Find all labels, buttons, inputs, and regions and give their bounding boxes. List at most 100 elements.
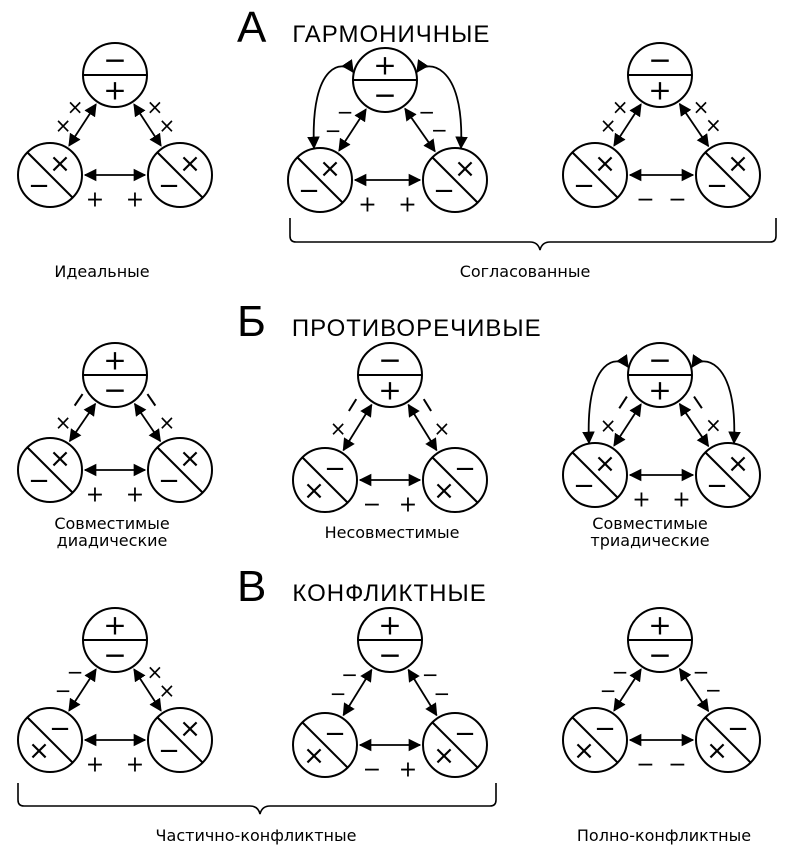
circle-right: −× — [422, 712, 488, 778]
circle-mark-upper: − — [594, 714, 616, 744]
link-mark: − — [337, 100, 354, 124]
relation-diagram: ××××−−−+×−×− — [562, 42, 761, 213]
link-mark: × — [612, 95, 629, 119]
section-letter: А — [237, 3, 267, 52]
link-mark: × — [705, 413, 722, 437]
circle-right: −× — [695, 707, 761, 773]
circle-mark-upper: − — [727, 714, 749, 744]
section-header-contradictory: Б ПРОТИВОРЕЧИВЫЕ — [237, 300, 542, 344]
link-top-left: × — [55, 393, 96, 443]
caption-consistent: Согласованные — [459, 262, 591, 281]
link-top-right: × — [134, 393, 176, 443]
circle-top: +− — [627, 607, 693, 673]
circle-left: ×− — [287, 147, 353, 213]
circle-mark-upper: × — [594, 149, 616, 179]
circle-mark-upper: − — [454, 454, 476, 484]
link-mark: − — [341, 663, 358, 687]
circle-mark-upper: × — [49, 444, 71, 474]
link-top-right: −− — [678, 660, 722, 713]
link-top-left: ×× — [600, 95, 642, 147]
circle-top: +− — [82, 342, 148, 408]
circle-left: ×− — [562, 142, 628, 208]
circle-left: ×− — [562, 442, 628, 508]
link-top-left: −− — [55, 660, 97, 712]
circle-mark-lower: − — [433, 176, 455, 206]
circle-mark-upper: − — [324, 454, 346, 484]
circle-top: +− — [82, 607, 148, 673]
circle-mark-upper: × — [179, 714, 201, 744]
link-mark: + — [632, 488, 650, 513]
link-mark: − — [668, 753, 686, 778]
link-mark: + — [672, 488, 690, 513]
section-title: ПРОТИВОРЕЧИВЫЕ — [291, 315, 542, 342]
link-mark: + — [86, 753, 104, 778]
relation-diagram: −−−−+++−×−×− — [287, 47, 488, 218]
circle-top: +− — [352, 47, 418, 113]
section-letter: Б — [237, 297, 266, 346]
circle-mark-upper: + — [103, 609, 126, 642]
link-mark: − — [600, 679, 617, 703]
link-mark: × — [330, 416, 347, 440]
link-top-right: × — [678, 396, 722, 448]
circle-mark-lower: − — [573, 171, 595, 201]
circle-top: −+ — [627, 42, 693, 108]
caption-incompatible: Несовместимые — [324, 523, 460, 542]
link-top-left: × — [330, 398, 373, 452]
circle-mark-upper: − — [454, 719, 476, 749]
link-mark: − — [431, 118, 448, 142]
link-bottom: −− — [628, 733, 695, 778]
circle-mark-lower: − — [373, 79, 396, 112]
circle-left: −× — [292, 447, 358, 513]
relation-diagram: −−−−−++−−×−× — [292, 607, 488, 783]
circle-mark-upper: + — [648, 609, 671, 642]
link-mark: × — [147, 660, 164, 684]
link-bottom: −− — [628, 168, 695, 213]
circle-mark-upper: + — [103, 344, 126, 377]
circle-mark-lower: × — [303, 741, 325, 771]
link-mark: × — [159, 679, 176, 703]
link-mark: × — [55, 411, 72, 435]
circle-mark-upper: − — [49, 714, 71, 744]
circle-right: ×− — [147, 707, 213, 773]
circle-mark-upper: × — [727, 149, 749, 179]
circle-mark-upper: × — [319, 154, 341, 184]
circle-mark-lower: − — [28, 466, 50, 496]
circle-mark-lower: − — [378, 639, 401, 672]
circle-right: ×− — [695, 442, 761, 508]
link-bottom: ++ — [353, 173, 422, 218]
link-mark: − — [668, 188, 686, 213]
link-mark: − — [693, 660, 710, 684]
circle-top: −+ — [82, 42, 148, 108]
link-mark: + — [398, 193, 416, 218]
link-bottom: −+ — [358, 738, 422, 783]
relation-diagram: ××+++−×−×− — [17, 342, 213, 508]
link-mark: − — [422, 663, 439, 687]
circle-mark-lower: + — [103, 74, 126, 107]
link-mark: × — [159, 411, 176, 435]
brace-partial — [17, 783, 497, 815]
relation-diagram: −−××+++−−××− — [17, 607, 213, 778]
link-mark: × — [693, 95, 710, 119]
link-bottom: ++ — [628, 468, 695, 513]
link-mark: − — [330, 681, 347, 705]
circle-right: ×− — [147, 437, 213, 503]
circle-mark-lower: × — [433, 476, 455, 506]
link-mark: + — [399, 758, 417, 783]
circle-mark-upper: − — [378, 344, 401, 377]
link-mark: + — [86, 483, 104, 508]
circle-mark-lower: − — [706, 171, 728, 201]
caption-compatible-dyadic: Совместимые диадические — [54, 514, 170, 550]
circle-right: ×− — [695, 142, 761, 208]
outer-arc-link — [582, 354, 741, 445]
link-mark: + — [358, 193, 376, 218]
circle-mark-upper: + — [378, 609, 401, 642]
circle-mark-upper: − — [103, 44, 126, 77]
circle-mark-lower: + — [648, 74, 671, 107]
circle-mark-upper: − — [648, 44, 671, 77]
link-mark: − — [55, 679, 72, 703]
link-mark: + — [126, 753, 144, 778]
section-header-harmonic: А ГАРМОНИЧНЫЕ — [237, 6, 490, 50]
link-mark: × — [55, 114, 72, 138]
link-top-right: ×× — [133, 660, 176, 712]
